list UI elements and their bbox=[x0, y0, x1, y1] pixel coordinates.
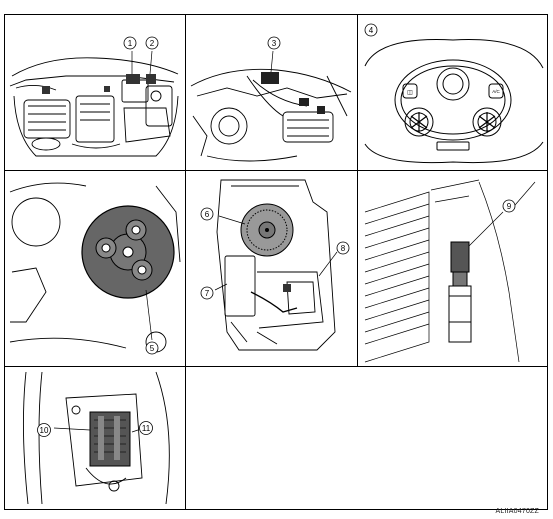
callout-6: 6 bbox=[200, 207, 214, 221]
callout-9: 9 bbox=[502, 199, 516, 213]
svg-text:6: 6 bbox=[205, 210, 210, 219]
svg-text:5: 5 bbox=[150, 344, 155, 353]
svg-text:1: 1 bbox=[128, 39, 133, 48]
callout-5: 5 bbox=[145, 341, 159, 355]
panel-compressor: 5 bbox=[6, 172, 184, 365]
panel-engine-bay: 1 2 bbox=[6, 16, 184, 169]
callout-3: 3 bbox=[267, 36, 281, 50]
callout-8: 8 bbox=[336, 241, 350, 255]
callout-2: 2 bbox=[145, 36, 159, 50]
panel-condenser-sensor: 9 bbox=[359, 172, 547, 365]
figure-reference-code: ALIIA0470ZZ bbox=[495, 508, 539, 515]
svg-text:11: 11 bbox=[142, 424, 151, 433]
callout-1: 1 bbox=[123, 36, 137, 50]
blower-fan bbox=[240, 203, 294, 257]
panel-harness-connector: 3 bbox=[187, 16, 356, 169]
callout-11: 11 bbox=[139, 421, 153, 435]
panel-blower-unit: 6 7 8 bbox=[187, 172, 356, 365]
control-unit bbox=[89, 411, 131, 467]
ac-button-label: A/C bbox=[492, 89, 500, 94]
svg-text:9: 9 bbox=[507, 202, 512, 211]
svg-text:7: 7 bbox=[205, 289, 210, 298]
compressor-pulley bbox=[81, 205, 175, 299]
svg-text:3: 3 bbox=[272, 39, 277, 48]
svg-text:10: 10 bbox=[40, 426, 49, 435]
defrost-icon: ◫ bbox=[407, 90, 413, 96]
svg-text:2: 2 bbox=[150, 39, 155, 48]
callout-10: 10 bbox=[37, 423, 51, 437]
panel-ac-control: ◫ A/C 4 bbox=[359, 16, 547, 169]
panel-control-module: 10 11 bbox=[6, 368, 184, 508]
refrigerant-pressure-sensor bbox=[448, 241, 472, 343]
callout-7: 7 bbox=[200, 286, 214, 300]
callout-4: 4 bbox=[364, 23, 378, 37]
svg-text:4: 4 bbox=[369, 26, 374, 35]
svg-text:8: 8 bbox=[341, 244, 346, 253]
